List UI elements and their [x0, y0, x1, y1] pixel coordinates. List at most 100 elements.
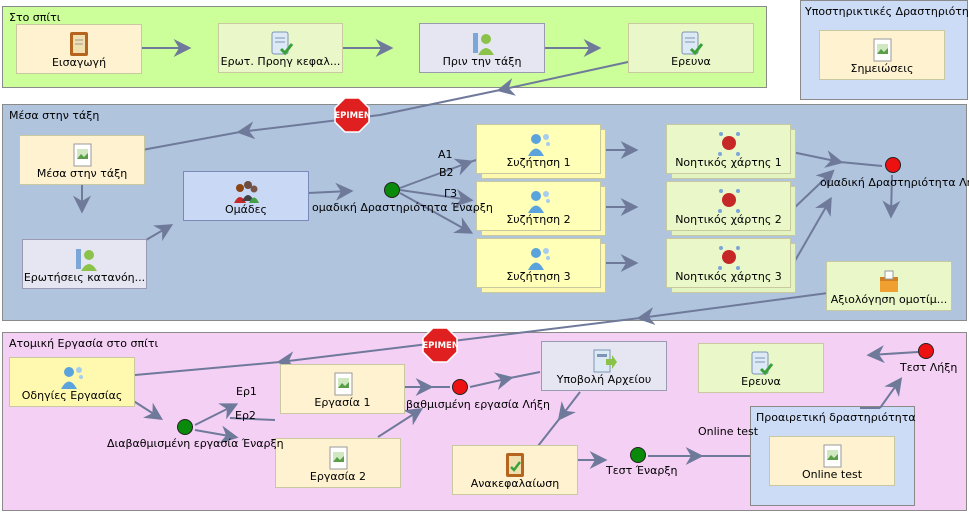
edge-label-g3: Γ3 — [444, 187, 458, 200]
node-assignment-1-label: Εργασία 1 — [314, 396, 371, 409]
image-document-icon — [823, 444, 842, 468]
node-mindmap-3-label: Νοητικός χάρτης 3 — [675, 270, 782, 283]
node-work-instructions[interactable]: Οδηγίες Εργασίας — [9, 357, 135, 407]
group-end-label: ομαδική Δραστηριότητα Λήξη — [820, 176, 969, 189]
node-comprehension-questions[interactable]: Ερωτήσεις κατανόη... — [22, 239, 147, 289]
graded-start-gate — [177, 419, 193, 435]
graded-end-label: βαθμισμένη εργασία Λήξη — [406, 398, 550, 411]
region-class-title: Μέσα στην τάξη — [9, 109, 100, 122]
node-work-instructions-label: Οδηγίες Εργασίας — [21, 389, 123, 402]
edge-peer-instructions — [636, 292, 829, 326]
node-discussion-2[interactable]: Συζήτηση 2 — [476, 181, 601, 231]
edge-gend-submit — [469, 372, 514, 390]
node-assignment-1[interactable]: Εργασία 1 — [280, 364, 405, 414]
edge-research-inclass — [496, 61, 629, 96]
stop-sign-icon[interactable]: ΠΕΡΙΜΕΝΕ — [422, 327, 458, 363]
node-research-home-label: Ερευνα — [671, 55, 711, 68]
node-prior-questions[interactable]: Ερωτ. Προηγ κεφαλ... — [218, 23, 343, 73]
edge-label-a1: Α1 — [438, 148, 453, 161]
edge-label-b2: Β2 — [439, 166, 454, 179]
forum-users-icon — [61, 367, 83, 389]
node-in-class[interactable]: Μέσα στην τάξη — [19, 135, 145, 185]
image-document-icon — [73, 143, 92, 167]
graded-start-label: Διαβαθμισμένη εργασία Έναρξη — [107, 437, 284, 450]
edge-instructions-gstart — [131, 399, 164, 420]
forum-users-icon — [527, 134, 550, 156]
node-recap-label: Ανακεφαλαίωση — [470, 477, 560, 490]
region-individual-title: Ατομική Εργασία στο σπίτι — [9, 337, 159, 350]
image-document-icon — [334, 372, 352, 396]
mindmap-icon — [717, 246, 740, 270]
node-research-individual-label: Ερευνα — [741, 375, 781, 388]
node-mindmap-3[interactable]: Νοητικός χάρτης 3 — [666, 238, 791, 288]
node-notes[interactable]: Σημειώσεις — [819, 30, 945, 80]
node-online-test-label: Online test — [801, 468, 863, 481]
region-support-title: Υποστηρικτικές Δραστηριότητες — [805, 5, 969, 18]
node-discussion-1-label: Συζήτηση 1 — [506, 156, 571, 169]
node-intro[interactable]: Εισαγωγή — [16, 24, 142, 74]
edge-gstart-a1 — [194, 403, 239, 426]
node-in-class-label: Μέσα στην τάξη — [36, 167, 128, 180]
image-document-icon — [329, 446, 348, 470]
node-mindmap-2-label: Νοητικός χάρτης 2 — [675, 213, 782, 226]
edge-a2-gend — [377, 408, 424, 438]
node-recap[interactable]: Ανακεφαλαίωση — [452, 445, 578, 495]
stop-sign-icon[interactable]: ΠΕΡΙΜΕΝΕ — [334, 97, 370, 133]
region-home-title: Στο σπίτι — [9, 11, 61, 24]
node-discussion-3[interactable]: Συζήτηση 3 — [476, 238, 601, 288]
edge-m1-end — [791, 150, 844, 168]
book-icon — [506, 453, 524, 477]
graded-end-gate — [452, 379, 468, 395]
node-groups-label: Ομάδες — [224, 203, 268, 216]
edge-label-online-test: Online test — [698, 425, 759, 438]
test-end-label: Τεστ Λήξη — [900, 361, 958, 374]
test-end-gate — [918, 343, 934, 359]
user-info-icon — [473, 33, 494, 55]
group-users-icon — [234, 181, 259, 203]
edge-gate-d3 — [399, 192, 474, 234]
edge-groups-gate — [307, 182, 354, 201]
node-comprehension-questions-label: Ερωτήσεις κατανόη... — [23, 271, 146, 284]
edge-peer-instructions-2 — [276, 317, 641, 370]
package-icon — [880, 270, 898, 292]
node-assignment-2-label: Εργασία 2 — [309, 470, 367, 483]
node-peer-review[interactable]: Αξιολόγηση ομοτίμ... — [826, 261, 952, 311]
edge-online-tend — [879, 377, 903, 409]
node-discussion-3-label: Συζήτηση 3 — [506, 270, 571, 283]
node-file-submission-label: Υποβολή Αρχείου — [556, 373, 652, 386]
edge-label-ep1: Ερ1 — [236, 385, 257, 398]
node-groups[interactable]: Ομάδες — [183, 171, 309, 221]
group-end-gate — [885, 157, 901, 173]
node-prior-questions-label: Ερωτ. Προηγ κεφαλ... — [220, 55, 341, 68]
node-discussion-1[interactable]: Συζήτηση 1 — [476, 124, 601, 174]
node-mindmap-1-label: Νοητικός χάρτης 1 — [675, 156, 782, 169]
checklist-icon — [271, 31, 293, 56]
edge-questions-groups — [145, 224, 174, 242]
edge-gate-d2 — [399, 189, 474, 207]
book-icon — [70, 32, 88, 56]
edge-end-peer — [882, 174, 901, 219]
node-mindmap-1[interactable]: Νοητικός χάρτης 1 — [666, 124, 791, 174]
node-peer-review-label: Αξιολόγηση ομοτίμ... — [830, 293, 948, 306]
checklist-icon — [681, 31, 704, 56]
edge-gate-d1 — [399, 158, 474, 189]
file-upload-icon — [593, 349, 617, 373]
node-research-individual[interactable]: Ερευνα — [698, 343, 824, 393]
node-online-test[interactable]: Online test — [769, 436, 895, 486]
node-before-class[interactable]: Πριν την τάξη — [419, 23, 545, 73]
wait-1-label: ΠΕΡΙΜΕΝΕ — [334, 111, 370, 121]
edge-submit-recap — [557, 391, 581, 421]
mindmap-icon — [717, 189, 740, 213]
group-start-label: ομαδική Δραστηριότητα Έναρξη — [312, 201, 493, 214]
node-mindmap-2[interactable]: Νοητικός χάρτης 2 — [666, 181, 791, 231]
test-start-label: Τεστ Έναρξη — [606, 464, 678, 477]
node-discussion-2-label: Συζήτηση 2 — [506, 213, 571, 226]
node-assignment-2[interactable]: Εργασία 2 — [275, 438, 401, 488]
wait-2-label: ΠΕΡΙΜΕΝΕ — [422, 341, 458, 351]
node-notes-label: Σημειώσεις — [850, 62, 914, 75]
node-research-home[interactable]: Ερευνα — [628, 23, 754, 73]
image-document-icon — [873, 38, 892, 62]
node-intro-label: Εισαγωγή — [51, 56, 107, 69]
node-file-submission[interactable]: Υποβολή Αρχείου — [541, 341, 667, 391]
